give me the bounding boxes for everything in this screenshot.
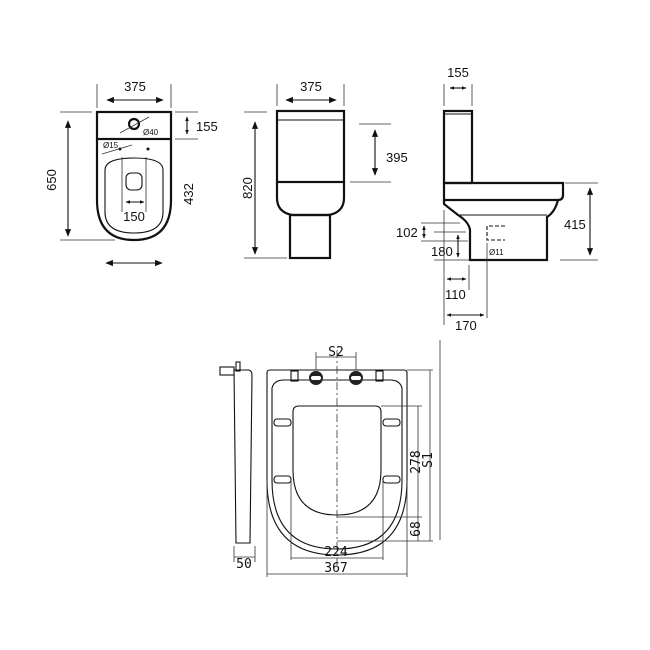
seat-buffer xyxy=(382,418,401,427)
plan-view: 375 155 650 432 150 Ø40 Ø15 xyxy=(44,79,218,267)
front-view: 375 820 395 xyxy=(240,79,408,260)
cistern-outline xyxy=(95,110,173,141)
seat-opening xyxy=(292,405,382,516)
side-fixing-slot-hidden-line xyxy=(486,225,505,241)
plan-total-depth-label: 650 xyxy=(44,169,59,191)
front-cistern xyxy=(275,109,346,184)
bowl-outline xyxy=(95,139,173,242)
overall-length-label: S1 xyxy=(421,452,436,468)
hinge-block-left xyxy=(290,370,299,382)
fixing-hole-leader xyxy=(101,144,133,155)
plan-bowl-depth-label: 432 xyxy=(181,183,196,205)
inner-length-label: 278 xyxy=(409,450,424,473)
hinge-right-slot xyxy=(351,376,361,380)
hinge-left-slot xyxy=(311,376,321,380)
thickness-label: 50 xyxy=(236,557,252,572)
front-bowl xyxy=(275,182,346,217)
side-fixing-offset-label: 170 xyxy=(455,318,477,333)
front-rim-label: 68 xyxy=(409,521,424,537)
side-fixing-hole-label: Ø11 xyxy=(489,248,504,257)
front-pedestal xyxy=(288,213,332,260)
side-view: 155 415 102 180 110 170 Ø11 xyxy=(396,65,598,333)
side-cistern-depth-label: 155 xyxy=(447,65,469,80)
seat-side-profile xyxy=(233,369,253,544)
flush-button-hole xyxy=(127,117,141,131)
seat-buffer xyxy=(382,475,401,484)
fixing-hole-label: Ø15 xyxy=(103,141,119,150)
flush-hole-leader xyxy=(119,116,150,134)
side-pan xyxy=(442,199,560,262)
inner-width-label: 224 xyxy=(324,545,348,560)
front-width-label: 375 xyxy=(300,79,322,94)
seat-buffer xyxy=(273,418,292,427)
outer-width-label: 367 xyxy=(324,561,347,576)
seat-buffer xyxy=(273,475,292,484)
seat-outline xyxy=(104,157,164,234)
hinge-centres-label: S2 xyxy=(328,345,344,360)
fixing-hole-right xyxy=(146,147,150,151)
flush-hole-label: Ø40 xyxy=(143,128,159,137)
side-pan-height-label: 415 xyxy=(564,217,586,232)
side-outlet-height-label: 180 xyxy=(431,244,453,259)
side-inlet-height-label: 102 xyxy=(396,225,418,240)
plan-fixing-centres-label: 150 xyxy=(123,209,145,224)
plan-tank-depth-label: 155 xyxy=(196,119,218,134)
side-seat xyxy=(442,181,565,202)
front-cistern-height-label: 395 xyxy=(386,150,408,165)
hinge-block-right xyxy=(375,370,384,382)
seat-outer-outline xyxy=(266,369,408,556)
plan-width-label: 375 xyxy=(124,79,146,94)
hinge-post xyxy=(235,361,241,372)
side-cistern xyxy=(442,109,474,185)
seat-view: S2 224 367 278 S1 68 50 xyxy=(219,340,441,577)
hinge-pin xyxy=(219,366,235,376)
front-height-label: 820 xyxy=(240,177,255,199)
bowl-opening xyxy=(125,172,143,191)
side-outlet-offset-label: 110 xyxy=(445,287,466,302)
seat-inner-outline xyxy=(271,379,403,550)
